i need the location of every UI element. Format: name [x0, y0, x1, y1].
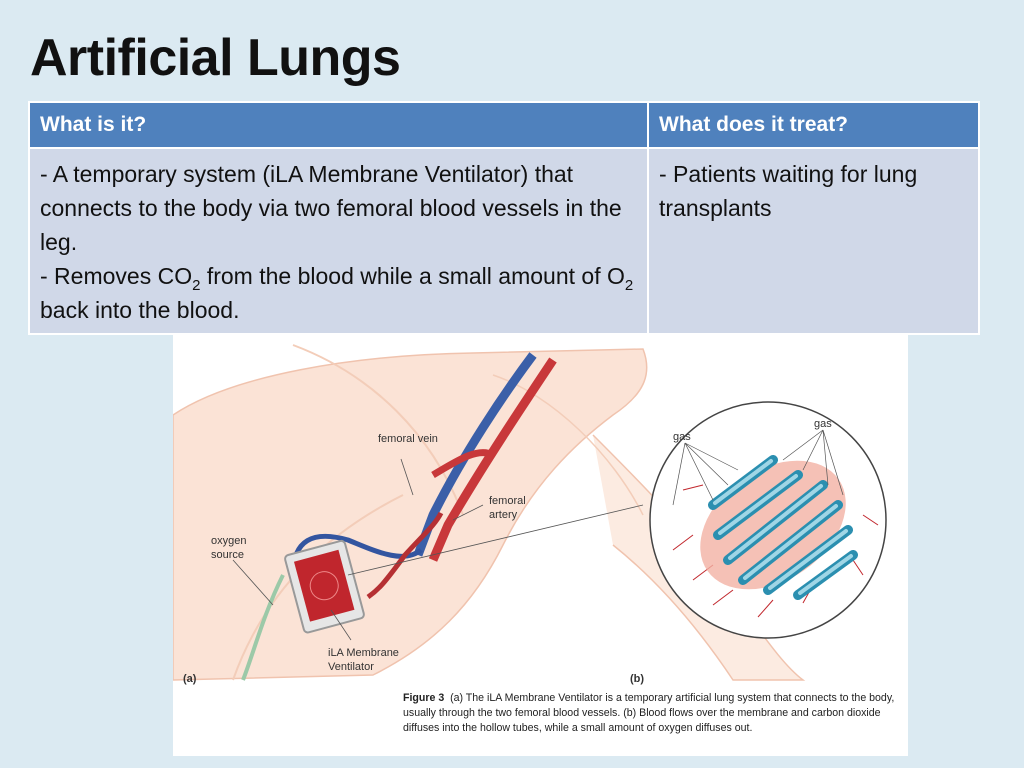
label-panel-b: (b)	[630, 673, 645, 685]
cell-what-does-it-treat: - Patients waiting for lung transplants	[647, 147, 980, 335]
label-oxygen-source: oxygen source	[211, 535, 247, 561]
label-gas-right: gas	[814, 418, 832, 430]
table-header-row: What is it? What does it treat?	[28, 101, 980, 149]
label-ila-ventilator: iLA Membrane Ventilator	[328, 647, 399, 673]
label-gas-left: gas	[673, 431, 691, 443]
caption-text: (a) The iLA Membrane Ventilator is a tem…	[403, 692, 895, 734]
ila-diagram-figure: femoral vein femoral artery oxygen sourc…	[173, 335, 908, 756]
slide-title: Artificial Lungs	[30, 29, 401, 87]
table-row: - A temporary system (iLA Membrane Venti…	[28, 147, 980, 335]
info-table: What is it? What does it treat? - A temp…	[28, 101, 980, 335]
header-what-does-it-treat: What does it treat?	[647, 101, 980, 149]
header-what-is-it: What is it?	[28, 101, 649, 149]
label-panel-a: (a)	[183, 673, 197, 685]
description-line-1: - A temporary system (iLA Membrane Venti…	[40, 161, 622, 255]
cell-what-is-it: - A temporary system (iLA Membrane Venti…	[28, 147, 649, 335]
figure-caption: Figure 3 (a) The iLA Membrane Ventilator…	[403, 691, 903, 736]
description-line-2: - Removes CO2 from the blood while a sma…	[40, 263, 634, 323]
caption-title: Figure 3	[403, 692, 445, 704]
label-femoral-artery: femoral artery	[489, 495, 526, 521]
label-femoral-vein: femoral vein	[378, 433, 438, 445]
ila-illustration	[173, 344, 887, 681]
